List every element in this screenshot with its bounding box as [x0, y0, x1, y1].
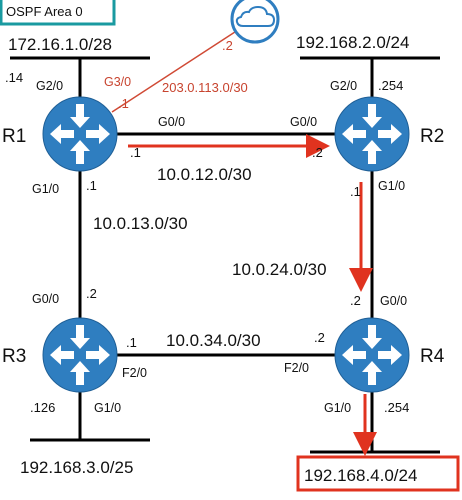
r4-lan-port: G1/0	[324, 401, 351, 415]
router-r2-icon[interactable]	[334, 96, 410, 172]
link-subnet-r1-r3: 10.0.13.0/30	[93, 214, 188, 233]
r4-f2-port: F2/0	[284, 361, 309, 375]
r3-f2-port: F2/0	[122, 366, 147, 380]
link-subnet-r2-r4: 10.0.24.0/30	[232, 260, 327, 279]
r3-g0-port: G0/0	[32, 292, 59, 306]
r1-g0-ip: .1	[130, 145, 141, 160]
lan-subnet-r3: 192.168.3.0/25	[20, 458, 133, 477]
lan-subnet-r2: 192.168.2.0/24	[296, 33, 409, 52]
r2-g1-ip: .1	[350, 184, 361, 199]
area-frame	[0, 0, 116, 26]
cloud-icon[interactable]	[230, 0, 280, 44]
link-subnet-r1-r2: 10.0.12.0/30	[157, 165, 252, 184]
wan-subnet: 203.0.113.0/30	[162, 80, 248, 95]
r3-lan-ip: .126	[30, 400, 55, 415]
r2-lan-port: G2/0	[330, 79, 357, 93]
r2-lan-ip: .254	[378, 78, 403, 93]
r2-g1-port: G1/0	[378, 179, 405, 193]
lan-subnet-r4: 192.168.4.0/24	[304, 466, 417, 485]
r3-lan-port: G1/0	[94, 401, 121, 415]
r4-g0-port: G0/0	[380, 294, 407, 308]
r3-g0-ip: .2	[86, 286, 97, 301]
router-r4-name: R4	[420, 346, 445, 367]
r4-f2-ip: .2	[314, 330, 325, 345]
router-r3-icon[interactable]	[42, 317, 118, 393]
router-r2-name: R2	[420, 126, 444, 147]
r4-g0-ip: .2	[350, 293, 361, 308]
link-r1-cloud	[111, 29, 239, 113]
r1-g0-port: G0/0	[158, 115, 185, 129]
r1-g1-ip: .1	[86, 178, 97, 193]
router-r4-icon[interactable]	[334, 317, 410, 393]
r4-lan-ip: .254	[384, 400, 409, 415]
r1-g1-port: G1/0	[32, 182, 59, 196]
r1-wan-ip: .1	[118, 96, 129, 111]
r1-lan-ip: .14	[5, 70, 23, 85]
lan-subnet-r1: 172.16.1.0/28	[8, 35, 112, 54]
r1-lan-port: G2/0	[36, 79, 63, 93]
area-label: OSPF Area 0	[6, 4, 83, 19]
destination-highlight	[296, 455, 460, 492]
cloud-ip: .2	[222, 38, 233, 53]
router-r3-name: R3	[2, 346, 26, 367]
link-subnet-r3-r4: 10.0.34.0/30	[166, 331, 261, 350]
router-r1-icon[interactable]	[42, 96, 118, 172]
router-r1-name: R1	[2, 126, 26, 147]
r3-f2-ip: .1	[126, 335, 137, 350]
r1-wan-port: G3/0	[104, 75, 131, 89]
r2-g0-port: G0/0	[290, 115, 317, 129]
r2-g0-ip: .2	[312, 145, 323, 160]
